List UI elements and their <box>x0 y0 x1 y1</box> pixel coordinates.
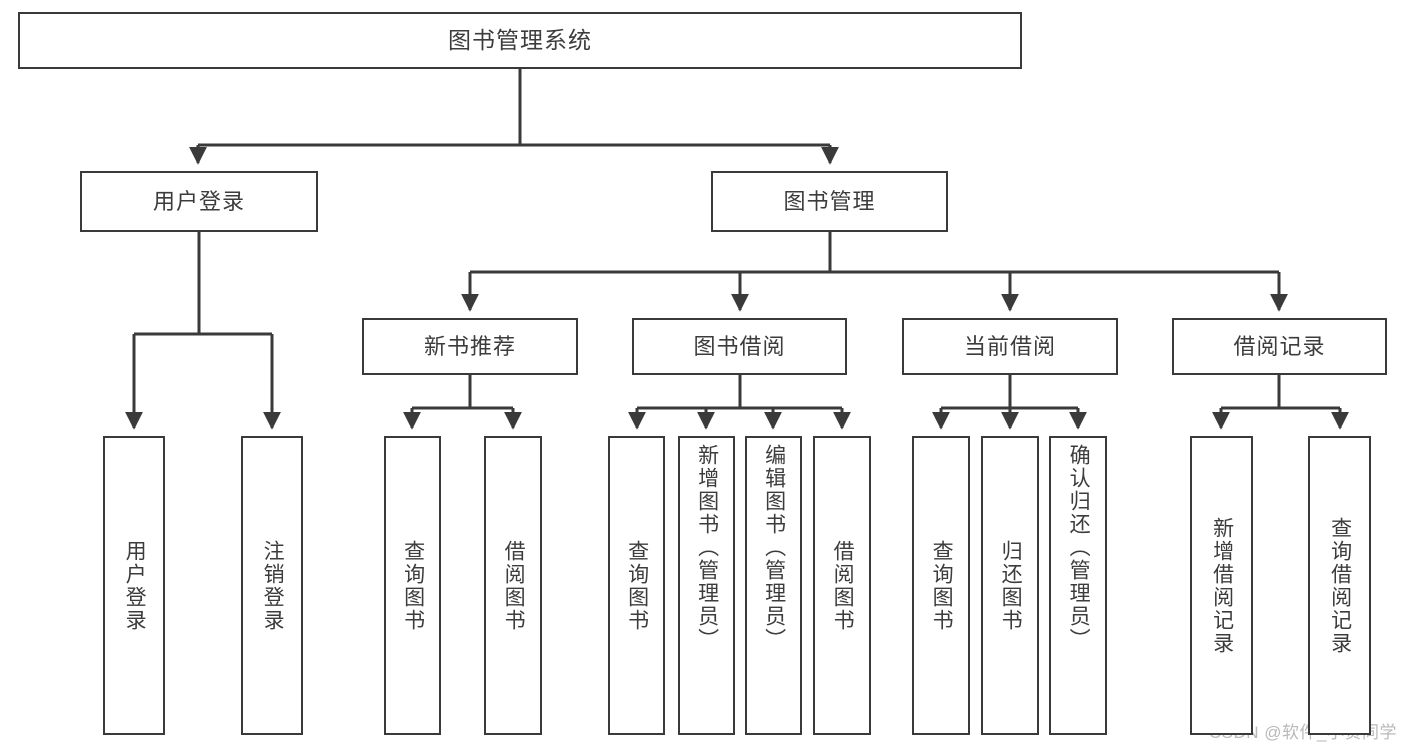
node-root-system[interactable]: 图书管理系统 <box>18 12 1022 69</box>
node-level2-label: 图书管理 <box>783 188 876 214</box>
node-level3-current-borrow[interactable]: 当前借阅 <box>902 318 1118 375</box>
node-leaf-leaf-confirm-return[interactable]: 确认归还（管理员） <box>1049 436 1107 735</box>
node-leaf-leaf-add-book[interactable]: 新增图书（管理员） <box>678 436 735 735</box>
node-leaf-leaf-user-logout[interactable]: 注销登录 <box>241 436 303 735</box>
node-level3-borrow-record[interactable]: 借阅记录 <box>1172 318 1387 375</box>
node-level2-book-manage[interactable]: 图书管理 <box>711 171 948 232</box>
node-leaf-leaf-user-login[interactable]: 用户登录 <box>103 436 165 735</box>
node-level3-new-book-recommend[interactable]: 新书推荐 <box>362 318 578 375</box>
node-leaf-label: 查询借阅记录 <box>1328 516 1352 655</box>
node-leaf-leaf-query-book-3[interactable]: 查询图书 <box>912 436 970 735</box>
node-leaf-label: 查询图书 <box>401 539 425 632</box>
edge-borrowrecord-to-leaves <box>1212 375 1349 430</box>
node-level2-label: 用户登录 <box>152 188 245 214</box>
edge-newbook-to-leaves <box>403 375 522 430</box>
node-leaf-leaf-return-book[interactable]: 归还图书 <box>981 436 1039 735</box>
node-leaf-label: 新增借阅记录 <box>1210 516 1234 655</box>
node-leaf-label: 查询图书 <box>930 539 954 632</box>
edge-root-to-level2 <box>189 69 839 165</box>
node-leaf-label: 新增图书（管理员） <box>695 444 719 651</box>
node-leaf-leaf-query-record[interactable]: 查询借阅记录 <box>1308 436 1371 735</box>
node-level3-label: 借阅记录 <box>1233 333 1326 359</box>
node-root-label: 图书管理系统 <box>448 26 592 53</box>
node-level3-book-borrow[interactable]: 图书借阅 <box>632 318 847 375</box>
node-level2-user-login[interactable]: 用户登录 <box>80 171 318 232</box>
node-leaf-leaf-borrow-book-2[interactable]: 借阅图书 <box>813 436 871 735</box>
edge-userlogin-to-leaves <box>125 232 281 430</box>
node-leaf-leaf-query-book-2[interactable]: 查询图书 <box>608 436 665 735</box>
node-leaf-label: 借阅图书 <box>831 539 855 632</box>
node-leaf-label: 编辑图书（管理员） <box>762 444 786 651</box>
node-leaf-label: 注销登录 <box>261 539 285 632</box>
node-level3-label: 当前借阅 <box>963 333 1056 359</box>
edge-currentborrow-to-leaves <box>932 375 1087 430</box>
node-level3-label: 新书推荐 <box>423 333 516 359</box>
edge-bookmanage-to-level3 <box>461 232 1288 312</box>
node-leaf-label: 借阅图书 <box>502 539 526 632</box>
edge-bookborrow-to-leaves <box>628 375 851 430</box>
node-leaf-leaf-query-book-1[interactable]: 查询图书 <box>384 436 441 735</box>
node-leaf-label: 查询图书 <box>625 539 649 632</box>
node-leaf-leaf-edit-book[interactable]: 编辑图书（管理员） <box>745 436 802 735</box>
node-leaf-label: 确认归还（管理员） <box>1067 444 1091 651</box>
node-leaf-leaf-borrow-book-1[interactable]: 借阅图书 <box>484 436 542 735</box>
node-leaf-label: 归还图书 <box>999 539 1023 632</box>
node-leaf-label: 用户登录 <box>123 539 147 632</box>
node-leaf-leaf-add-record[interactable]: 新增借阅记录 <box>1190 436 1253 735</box>
node-level3-label: 图书借阅 <box>693 333 786 359</box>
